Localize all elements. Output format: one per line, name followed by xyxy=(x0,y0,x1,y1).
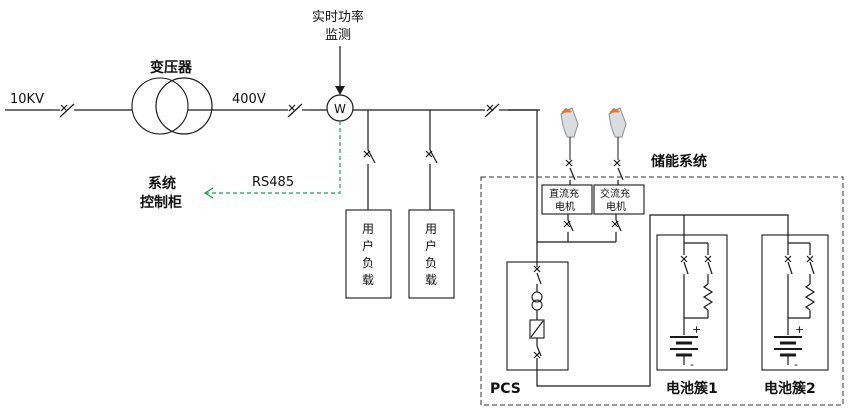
rs485-label: RS485 xyxy=(252,175,294,190)
low-voltage-label: 400V xyxy=(232,92,266,107)
charger-lower-switches xyxy=(537,214,622,243)
dc-charger-label-line2: 电机 xyxy=(555,200,575,213)
dc-bus-line xyxy=(536,214,789,387)
load2-char4: 载 xyxy=(425,273,437,287)
meter-symbol: W xyxy=(334,102,346,116)
ac-charger-plug-icon xyxy=(608,107,627,160)
ac-charger-switch xyxy=(613,159,624,185)
load1-char4: 载 xyxy=(362,273,374,287)
battery1-internals xyxy=(670,235,714,365)
transformer-symbol xyxy=(131,77,213,135)
load2-box xyxy=(408,209,455,299)
battery1-plus: + xyxy=(692,323,701,336)
load1-box xyxy=(345,209,392,299)
monitor-arrow xyxy=(335,46,345,95)
dc-charger-switch xyxy=(565,159,576,185)
rs485-comm-line xyxy=(203,121,341,199)
grid-voltage-label: 10KV xyxy=(10,92,44,107)
battery2-label: 电池簇2 xyxy=(764,380,816,397)
power-meter: W xyxy=(326,94,354,122)
load2-char2: 户 xyxy=(425,238,437,253)
battery2-box xyxy=(761,234,829,371)
ac-charger-label-line2: 电机 xyxy=(606,200,626,213)
battery1-label: 电池簇1 xyxy=(666,380,718,397)
dc-charger-box xyxy=(541,184,593,215)
low-voltage-breaker xyxy=(280,102,310,118)
control-cabinet-label-line1: 系统 xyxy=(148,175,176,192)
ac-charger-label-line1: 交流充 xyxy=(600,187,630,200)
pcs-label: PCS xyxy=(490,381,521,397)
monitor-label-line1: 实时功率 xyxy=(312,9,364,25)
load2-char1: 用 xyxy=(425,222,437,236)
battery2-internals xyxy=(774,235,816,365)
monitor-label-line2: 监测 xyxy=(325,28,351,43)
load1-char1: 用 xyxy=(362,222,374,236)
load1-branch xyxy=(363,110,376,210)
ac-charger-box xyxy=(593,184,645,215)
grid-breaker xyxy=(52,102,82,118)
dc-charger-plug-icon xyxy=(560,107,579,160)
storage-breaker xyxy=(478,102,508,118)
battery2-plus: + xyxy=(795,323,804,336)
transformer-label: 变压器 xyxy=(150,59,193,76)
storage-feeder-line xyxy=(508,109,538,262)
load2-branch xyxy=(425,110,438,210)
dc-charger-label-line1: 直流充 xyxy=(549,187,579,200)
pcs-internals xyxy=(529,262,545,370)
battery2-minus: - xyxy=(794,358,798,371)
load1-char3: 负 xyxy=(362,256,374,270)
control-cabinet-label-line2: 控制柜 xyxy=(140,194,182,211)
storage-system-label: 储能系统 xyxy=(650,153,707,170)
storage-system-boundary xyxy=(480,176,844,406)
battery1-box xyxy=(656,234,728,371)
load1-char2: 户 xyxy=(362,238,374,253)
load2-char3: 负 xyxy=(425,256,437,270)
battery1-minus: - xyxy=(690,358,694,371)
